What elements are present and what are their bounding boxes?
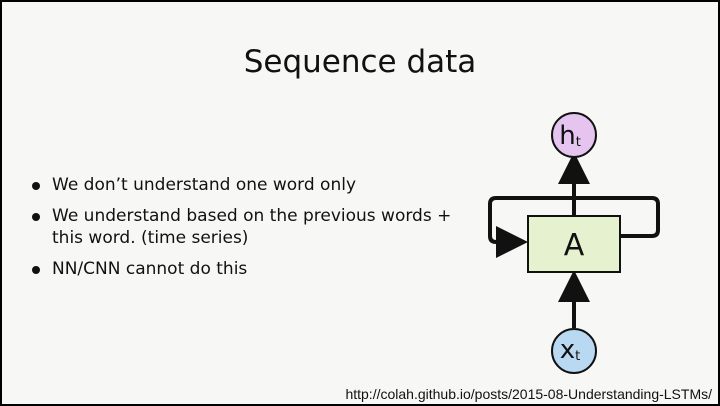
input-subscript: t: [575, 349, 580, 364]
input-node-label: xt: [560, 335, 581, 365]
output-subscript: t: [576, 135, 581, 150]
bullet-text: NN/CNN cannot do this: [52, 259, 248, 279]
bullet-text: We don’t understand one word only: [52, 175, 356, 195]
bullet-item: NN/CNN cannot do this: [30, 258, 470, 280]
bullet-dot-icon: [32, 266, 40, 274]
input-symbol: x: [560, 335, 575, 365]
bullet-list: We don’t understand one word only We und…: [30, 174, 470, 289]
rnn-cell-box: [527, 215, 621, 273]
bullet-text: We understand based on the previous word…: [52, 206, 452, 248]
output-symbol: h: [559, 121, 575, 151]
input-node: [551, 328, 597, 374]
bullet-dot-icon: [32, 213, 40, 221]
bullet-dot-icon: [32, 182, 40, 190]
output-node-label: ht: [559, 121, 581, 151]
slide-title: Sequence data: [243, 44, 477, 80]
bullet-item: We don’t understand one word only: [30, 174, 470, 196]
output-node: [551, 112, 597, 158]
rnn-diagram: A ht xt: [488, 112, 660, 374]
rnn-cell-label: A: [564, 228, 585, 263]
source-credit-link[interactable]: http://colah.github.io/posts/2015-08-Und…: [345, 386, 712, 402]
bullet-item: We understand based on the previous word…: [30, 205, 470, 249]
